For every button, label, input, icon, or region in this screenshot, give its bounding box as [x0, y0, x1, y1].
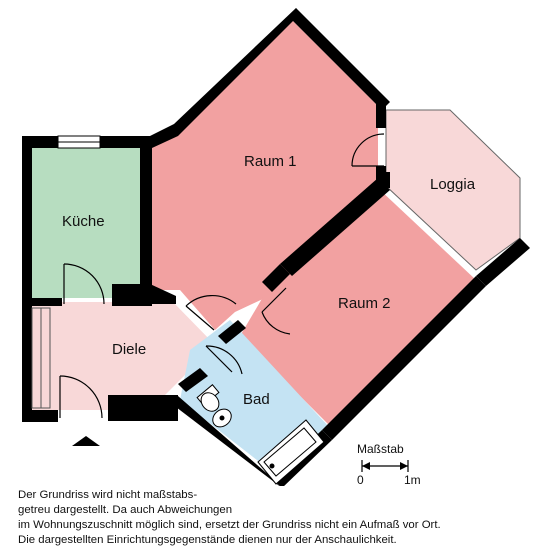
disclaimer-line-4: Die dargestellten Einrichtungsgegenständ… [18, 534, 397, 546]
scale-bar: Maßstab 0 1m [357, 442, 421, 486]
label-kueche: Küche [62, 213, 105, 230]
room-kueche [32, 148, 140, 298]
door-bad[interactable] [205, 345, 243, 375]
room-raum-1 [150, 20, 378, 330]
label-diele: Diele [112, 341, 146, 358]
door-raum-2[interactable] [261, 287, 291, 335]
label-raum-1: Raum 1 [244, 153, 297, 170]
kitchen-window [57, 135, 101, 149]
disclaimer-line-1: Der Grundriss wird nicht maßstabs- [18, 489, 198, 501]
disclaimer-line-3: im Wohnungszuschnitt möglich sind, erset… [18, 519, 441, 531]
room-diele [32, 302, 215, 410]
sink-fixture [212, 408, 232, 428]
scale-title: Maßstab [357, 442, 404, 456]
label-loggia: Loggia [430, 176, 476, 193]
door-raum-1[interactable] [351, 133, 385, 167]
bathtub-fixture [257, 419, 325, 485]
label-bad: Bad [243, 391, 270, 408]
entrance-arrow-icon [72, 436, 100, 446]
room-raum-2 [240, 188, 476, 428]
scale-end: 1m [404, 473, 421, 486]
door-kueche[interactable] [63, 263, 105, 305]
disclaimer: Der Grundriss wird nicht maßstabs- getre… [18, 488, 538, 548]
label-raum-2: Raum 2 [338, 295, 391, 312]
walls [22, 8, 530, 486]
door-diele-raum1[interactable] [185, 294, 237, 331]
diele-window [31, 307, 51, 409]
door-entrance[interactable] [59, 375, 103, 419]
floor-plan: Raum 1 Raum 2 Küche Diele Bad Loggia Maß… [22, 8, 530, 486]
toilet-fixture [196, 384, 220, 412]
disclaimer-line-2: getreu dargestellt. Da auch Abweichungen [18, 504, 233, 516]
scale-start: 0 [357, 473, 364, 486]
